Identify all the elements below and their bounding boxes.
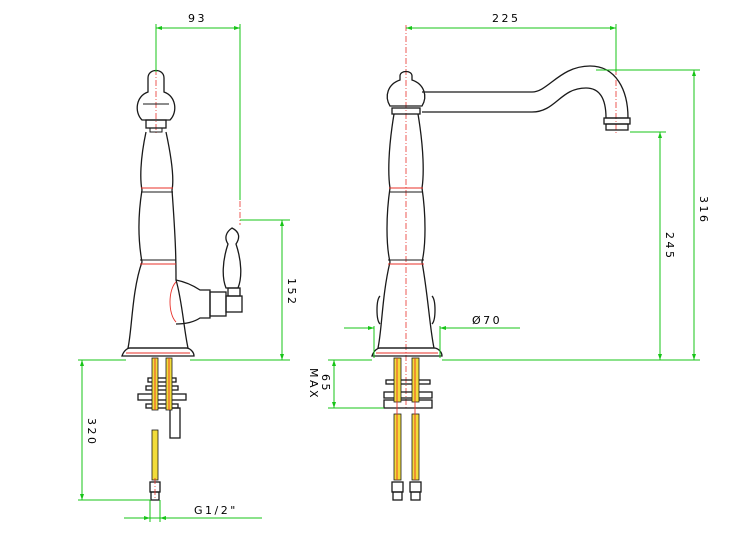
dim-spout-reach: 225 (492, 12, 521, 25)
top-knob (136, 69, 176, 121)
side-body (127, 131, 189, 349)
dim-side-width: 93 (188, 12, 207, 25)
dim-total-height: 316 (697, 196, 710, 225)
side-view (121, 25, 243, 501)
front-view (371, 25, 631, 501)
dim-base-diameter: Ø70 (472, 314, 502, 327)
dim-connection: G1/2" (194, 504, 238, 517)
side-view-dimensions: 93 152 320 G1/2" (78, 12, 298, 522)
dim-deck-thickness: 65 (319, 374, 332, 393)
dim-hose-length: 320 (85, 418, 98, 447)
side-lever (222, 227, 242, 289)
dim-spout-height: 245 (663, 232, 676, 261)
dim-deck-max: MAX (307, 368, 320, 400)
front-view-dimensions: 225 245 316 Ø70 65 MAX (307, 12, 710, 409)
dim-handle-height: 152 (285, 278, 298, 307)
spout (422, 65, 629, 119)
